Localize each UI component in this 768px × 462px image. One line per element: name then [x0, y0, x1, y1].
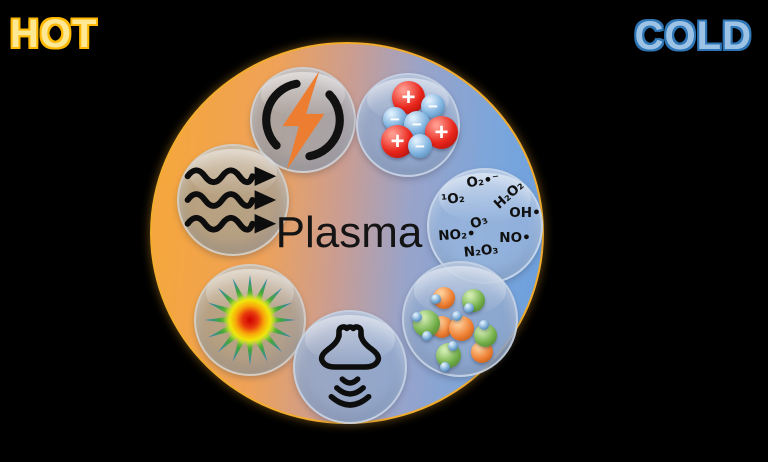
- node-ultrasound: [293, 310, 407, 424]
- heat-waves-icon: [184, 166, 277, 234]
- molecule-orange-sphere: [433, 287, 455, 309]
- molecule-atom: [431, 294, 441, 304]
- cold-label: COLD: [634, 14, 752, 58]
- molecules-icon: [404, 263, 516, 375]
- molecule-atom: [440, 362, 450, 372]
- ions-electrons-icon: + − − − + + −: [358, 75, 458, 175]
- molecule-atom: [448, 341, 458, 351]
- molecule-green-sphere: [474, 324, 497, 347]
- node-gas-molecules: [402, 261, 518, 377]
- molecule-atom: [479, 320, 489, 330]
- species-hydroxyl-radical: OH•: [509, 205, 541, 221]
- starburst-icon: [204, 274, 296, 366]
- species-nitric-oxide-radical: NO•: [499, 230, 531, 246]
- molecule-atom: [422, 331, 432, 341]
- lightning-discharge-icon: [262, 71, 344, 170]
- ultrasound-probe-icon: [318, 324, 382, 408]
- species-nitrogen-dioxide-radical: NO₂•: [437, 225, 477, 245]
- molecule-orange-sphere: [449, 316, 474, 341]
- species-singlet-oxygen: ¹O₂: [440, 189, 466, 209]
- node-charged-particles: + − − − + + −: [356, 73, 460, 177]
- plasma-center-label: Plasma: [275, 208, 423, 257]
- species-superoxide: O₂•⁻: [465, 170, 501, 192]
- molecule-atom: [464, 303, 474, 313]
- positive-ion: +: [381, 125, 414, 158]
- node-heat-flow: [177, 144, 289, 256]
- electron: −: [408, 134, 432, 158]
- species-dinitrogen-trioxide: N₂O₃: [462, 241, 500, 261]
- hot-label: HOT: [10, 12, 98, 56]
- molecule-atom: [412, 312, 422, 322]
- molecule-atom: [452, 311, 462, 321]
- node-radiation-burst: [194, 264, 306, 376]
